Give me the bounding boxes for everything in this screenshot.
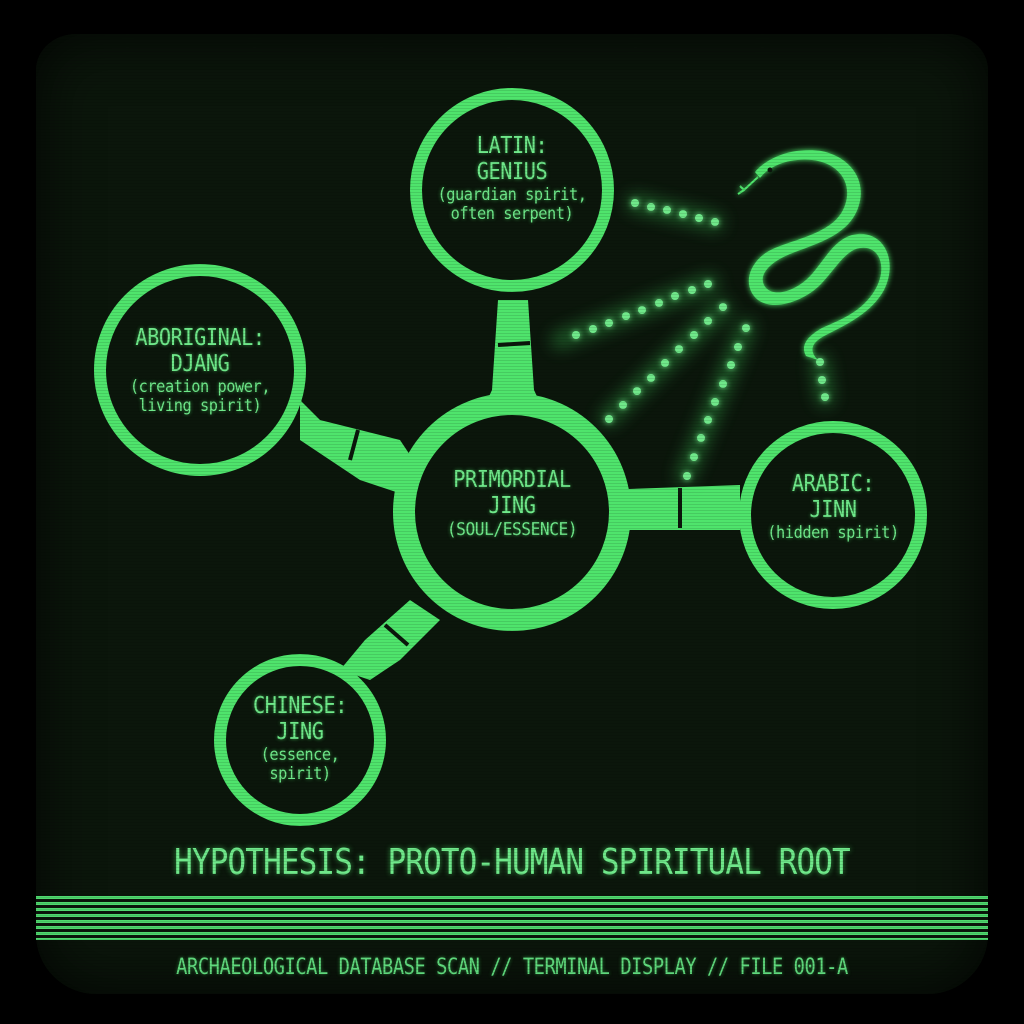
node-aboriginal-desc-1: (creation power, xyxy=(129,376,271,397)
node-circles xyxy=(94,88,927,826)
node-aboriginal-desc-2: living spirit) xyxy=(138,395,262,416)
node-center-term: JING xyxy=(488,492,536,519)
node-arabic-desc: (hidden spirit) xyxy=(767,522,899,543)
node-arabic-label: ARABIC: xyxy=(791,471,875,497)
connector-breaks xyxy=(348,341,682,647)
connector-aboriginal xyxy=(300,400,420,495)
node-aboriginal-label: ABORIGINAL: xyxy=(135,325,265,351)
dotted-rays xyxy=(551,194,834,485)
node-center: PRIMORDIAL JING (SOUL/ESSENCE) xyxy=(412,467,612,540)
node-arabic-term: JINN xyxy=(809,496,857,523)
node-latin-desc-2: often serpent) xyxy=(450,203,574,224)
node-latin-desc-1: (guardian spirit, xyxy=(437,184,587,205)
node-chinese-term: JING xyxy=(276,718,324,745)
circle-latin xyxy=(410,88,614,292)
hypothesis-title: HYPOTHESIS: PROTO-HUMAN SPIRITUAL ROOT xyxy=(174,842,850,883)
connectors xyxy=(300,300,740,680)
divider-stripes xyxy=(36,896,988,940)
node-chinese: CHINESE: JING (essence, spirit) xyxy=(220,693,380,784)
node-latin: LATIN: GENIUS (guardian spirit, often se… xyxy=(412,133,612,224)
circle-aboriginal xyxy=(94,264,306,476)
circle-arabic xyxy=(739,421,927,609)
connector-arabic xyxy=(600,485,740,530)
connector-chinese xyxy=(340,600,440,680)
node-center-desc: (SOUL/ESSENCE) xyxy=(446,518,578,540)
connector-latin xyxy=(478,300,548,420)
node-chinese-label: CHINESE: xyxy=(253,693,347,719)
serpent-icon xyxy=(737,150,890,360)
node-center-label: PRIMORDIAL xyxy=(453,467,571,493)
node-aboriginal-term: DJANG xyxy=(170,350,230,377)
circle-center xyxy=(393,393,631,631)
circle-chinese xyxy=(214,654,386,826)
node-chinese-desc-1: (essence, xyxy=(260,744,340,765)
node-arabic: ARABIC: JINN (hidden spirit) xyxy=(743,471,923,543)
node-aboriginal: ABORIGINAL: DJANG (creation power, livin… xyxy=(95,325,305,416)
node-chinese-desc-2: spirit) xyxy=(269,763,331,784)
node-latin-term: GENIUS xyxy=(476,158,548,185)
node-latin-label: LATIN: xyxy=(476,133,548,159)
footer-status: ARCHAEOLOGICAL DATABASE SCAN // TERMINAL… xyxy=(176,955,848,980)
